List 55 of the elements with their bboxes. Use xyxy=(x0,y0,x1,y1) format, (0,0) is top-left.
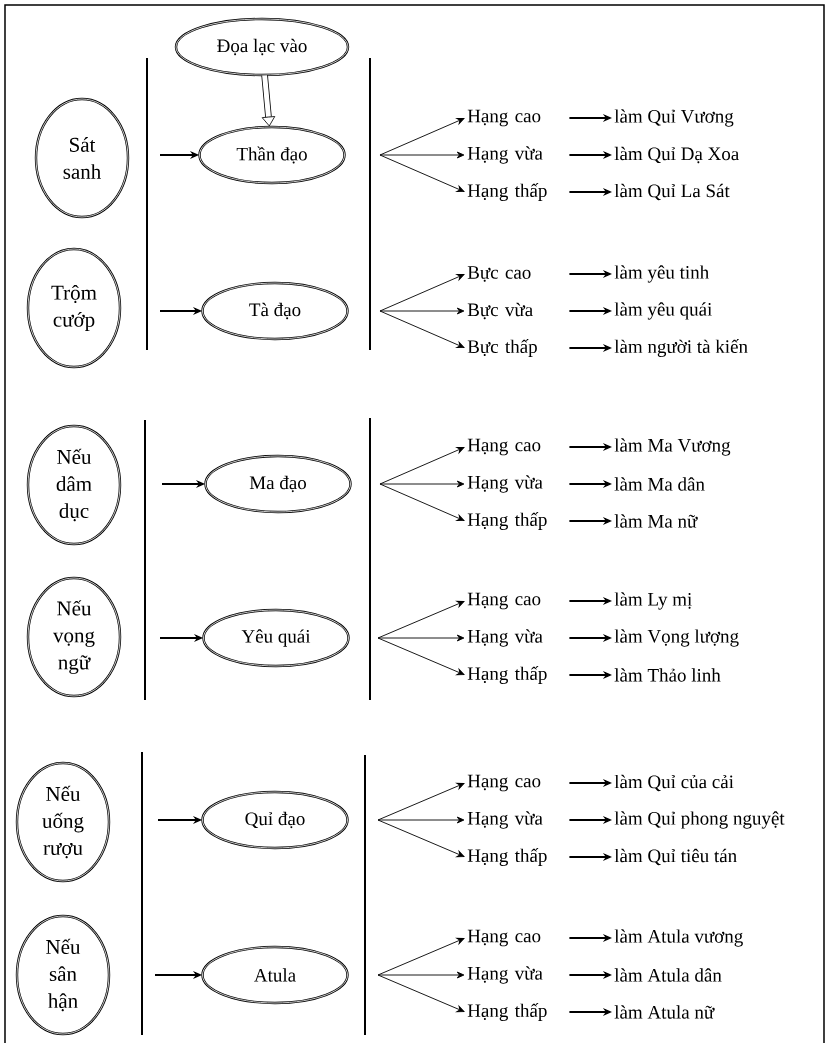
rank-label: Hạng cao xyxy=(467,592,541,610)
outcome-label: làm yêu tinh xyxy=(614,265,709,283)
arrow xyxy=(379,307,465,315)
rank-label: Hạng vừa xyxy=(467,629,543,647)
arrow xyxy=(379,117,465,156)
outcome-label: làm người tà kiến xyxy=(614,339,748,357)
arrow xyxy=(379,480,465,488)
arrow xyxy=(377,637,465,676)
rank-label: Hạng thấp xyxy=(467,512,547,530)
rank-label: Hạng vừa xyxy=(467,475,543,493)
outcome-label: làm Ma dân xyxy=(614,477,705,491)
outcome-label: làm Atula vương xyxy=(614,929,743,947)
rank-label: Hạng vừa xyxy=(467,811,543,829)
arrow xyxy=(377,782,465,821)
arrow xyxy=(377,816,465,824)
arrow xyxy=(379,483,465,522)
rank-label: Hạng cao xyxy=(467,929,541,947)
rank-label: Hạng thấp xyxy=(467,666,547,684)
arrow xyxy=(377,974,465,1013)
rank-label: Bực cao xyxy=(467,266,531,282)
rank-label: Hạng vừa xyxy=(467,966,543,984)
rank-label: Hạng cao xyxy=(467,109,541,127)
outcome-label: làm Thảo linh xyxy=(614,668,721,682)
arrow xyxy=(379,151,465,159)
outcome-label: làm Atula nữ xyxy=(614,1005,715,1019)
arrow xyxy=(377,634,465,642)
outcome-label: làm Quỉ Vương xyxy=(614,109,734,127)
outcome-label: làm Atula dân xyxy=(614,968,722,982)
arrow xyxy=(377,937,465,976)
rank-label: Hạng cao xyxy=(467,774,541,792)
outcome-label: làm Ma Vương xyxy=(614,438,731,456)
outcome-label: làm Quỉ Dạ Xoa xyxy=(614,146,739,164)
arrow xyxy=(377,971,465,979)
arrow xyxy=(379,310,465,349)
arrow xyxy=(377,600,465,639)
outcome-label: làm Quỉ của cải xyxy=(614,774,734,792)
outcome-label: làm Ma nữ xyxy=(614,514,698,528)
outcome-label: làm Vọng lượng xyxy=(614,629,739,647)
rank-label: Hạng thấp xyxy=(467,848,547,866)
arrow xyxy=(261,75,276,127)
arrow xyxy=(379,446,465,485)
outcome-label: làm yêu quái xyxy=(614,302,712,320)
rank-label: Hạng cao xyxy=(467,438,541,456)
rank-label: Bực vừa xyxy=(467,302,533,320)
arrow xyxy=(377,819,465,858)
rank-label: Hạng thấp xyxy=(467,1003,547,1021)
rank-label: Bực thấp xyxy=(467,339,537,357)
outcome-label: làm Quỉ La Sát xyxy=(614,183,730,201)
arrow xyxy=(379,273,465,312)
outcome-label: làm Quỉ tiêu tán xyxy=(614,848,737,866)
outcome-label: làm Quỉ phong nguyệt xyxy=(614,811,785,829)
rank-label: Hạng thấp xyxy=(467,183,547,201)
rank-label: Hạng vừa xyxy=(467,146,543,164)
outcome-label: làm Ly mị xyxy=(614,592,692,610)
arrow xyxy=(379,154,465,193)
